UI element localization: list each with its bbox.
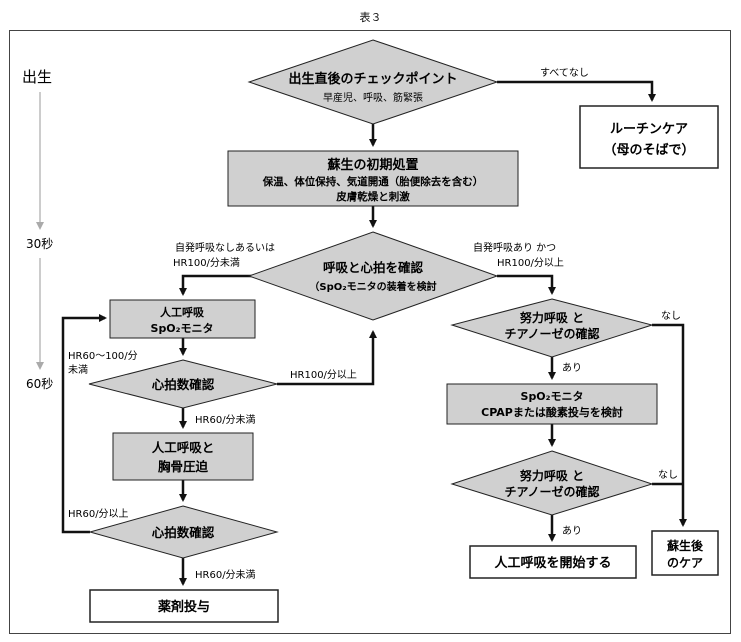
- label-yes-2: あり: [562, 525, 582, 537]
- routine-line2: （母のそばで）: [603, 142, 694, 158]
- post-care-line1: 蘇生後: [666, 538, 704, 553]
- post-care-box: 蘇生後 のケア: [651, 530, 719, 576]
- effort-2-line2: チアノーゼの確認: [505, 484, 600, 499]
- timeline-60s: 60秒: [26, 377, 53, 391]
- label-none-1: なし: [661, 310, 681, 322]
- ventilation-line2: SpO₂モニタ: [151, 322, 214, 335]
- start-ventilation-label: 人工呼吸を開始する: [494, 555, 611, 571]
- edge-labels: すべてなし 自発呼吸なしあるいは HR100/分未満 自発呼吸あり かつ HR1…: [68, 67, 681, 581]
- effort-2-line1: 努力呼吸 と: [520, 468, 584, 483]
- spo2-cpap-line2: CPAPまたは酸素投与を検討: [481, 405, 623, 419]
- checkpoint-sub: 早産児、呼吸、筋緊張: [323, 91, 423, 104]
- post-care-line2: のケア: [667, 556, 703, 570]
- confirm-diamond: 呼吸と心拍を確認 （SpO₂モニタの装着を検討: [247, 231, 499, 321]
- label-breath-1: 自発呼吸あり かつ: [473, 241, 556, 254]
- routine-care-box: ルーチンケア （母のそばで）: [579, 105, 719, 169]
- effort-1-diamond: 努力呼吸 と チアノーゼの確認: [450, 298, 654, 358]
- timeline: 出生 30秒 60秒: [22, 68, 53, 391]
- label-hr60-below-2: HR60/分未満: [195, 569, 256, 581]
- label-hr100-above: HR100/分以上: [290, 369, 357, 381]
- spo2-cpap-box: SpO₂モニタ CPAPまたは酸素投与を検討: [446, 383, 658, 425]
- start-ventilation-box: 人工呼吸を開始する: [469, 545, 637, 579]
- effort-2-diamond: 努力呼吸 と チアノーゼの確認: [450, 450, 654, 516]
- initial-line2: 保温、体位保持、気道開通（胎便除去を含む）: [262, 175, 484, 188]
- confirm-title: 呼吸と心拍を確認: [323, 260, 424, 275]
- ventilation-box: 人工呼吸 SpO₂モニタ: [109, 299, 256, 339]
- checkpoint-diamond: 出生直後のチェックポイント 早産児、呼吸、筋緊張: [247, 39, 499, 125]
- label-no-breath-1: 自発呼吸なしあるいは: [175, 241, 275, 254]
- hr-check-2-diamond: 心拍数確認: [88, 505, 279, 559]
- label-hr60-below-1: HR60/分未満: [195, 414, 256, 426]
- label-none-2: なし: [658, 469, 678, 481]
- hr-check-2-label: 心拍数確認: [152, 525, 215, 540]
- ventilation-cc-line1: 人工呼吸と: [152, 440, 215, 455]
- initial-line3: 皮膚乾燥と刺激: [335, 190, 410, 203]
- spo2-cpap-line1: SpO₂モニタ: [521, 390, 584, 403]
- timeline-30s: 30秒: [26, 237, 53, 251]
- drug-box: 薬剤投与: [89, 589, 279, 623]
- confirm-sub: （SpO₂モニタの装着を検討: [309, 280, 436, 293]
- label-breath-2: HR100/分以上: [497, 257, 564, 269]
- diagram-frame: [9, 30, 731, 634]
- initial-procedure-box: 蘇生の初期処置 保温、体位保持、気道開通（胎便除去を含む） 皮膚乾燥と刺激: [227, 150, 519, 207]
- drug-label: 薬剤投与: [157, 599, 210, 615]
- effort-1-line1: 努力呼吸 と: [520, 310, 584, 325]
- ventilation-cc-line2: 胸骨圧迫: [158, 459, 209, 474]
- hr-check-1-label: 心拍数確認: [152, 377, 215, 392]
- effort-1-line2: チアノーゼの確認: [505, 326, 600, 341]
- figure-caption: 表３: [359, 11, 382, 24]
- initial-title: 蘇生の初期処置: [326, 157, 418, 173]
- label-hr60-above: HR60/分以上: [68, 508, 129, 520]
- hr-check-1-diamond: 心拍数確認: [88, 359, 278, 409]
- label-hr60-100-1: HR60〜100/分: [68, 350, 138, 362]
- label-all-none: すべてなし: [540, 67, 589, 79]
- label-yes-1: あり: [562, 362, 582, 374]
- timeline-birth: 出生: [22, 68, 52, 86]
- ventilation-cc-box: 人工呼吸と 胸骨圧迫: [112, 432, 254, 481]
- routine-line1: ルーチンケア: [610, 122, 688, 137]
- label-hr60-100-2: 未満: [68, 364, 88, 376]
- ventilation-line1: 人工呼吸: [160, 305, 205, 319]
- label-no-breath-2: HR100/分未満: [173, 257, 240, 269]
- checkpoint-title: 出生直後のチェックポイント: [288, 71, 457, 87]
